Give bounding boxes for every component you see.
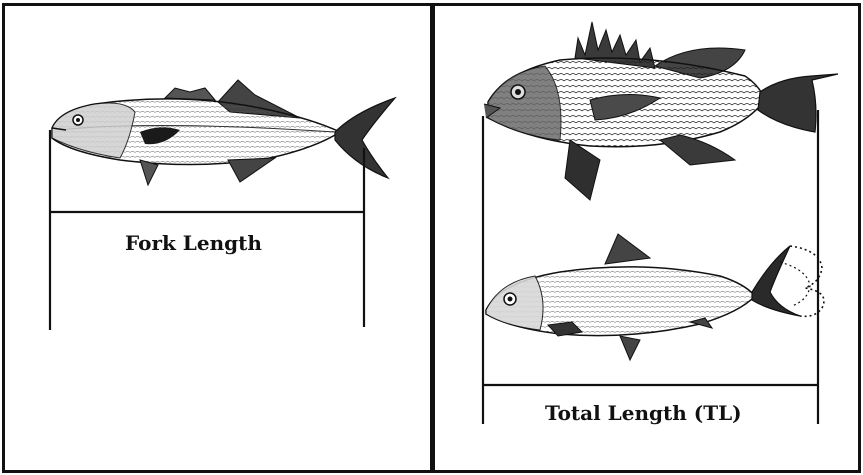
herring-illustration [486,234,824,360]
bluefish-illustration [52,80,395,185]
black-sea-bass-illustration [484,22,838,200]
fork-length-label: Fork Length [125,231,262,255]
total-length-label: Total Length (TL) [545,401,742,425]
